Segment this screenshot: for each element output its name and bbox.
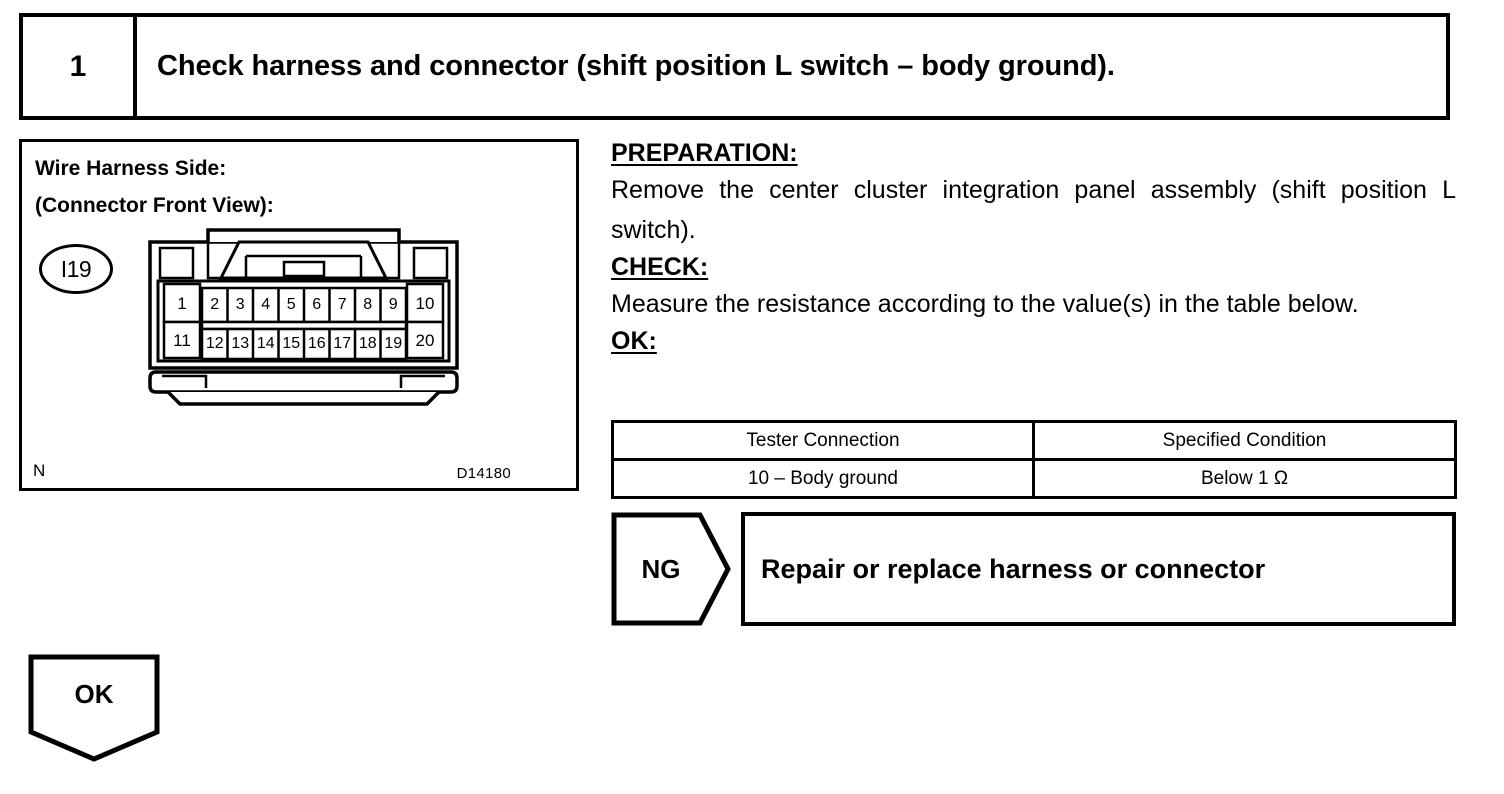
pin-label: 15	[282, 335, 301, 352]
ng-branch: NG Repair or replace harness or connecto…	[611, 512, 1456, 626]
pin-label: 3	[235, 296, 245, 313]
cell-tester-connection: 10 – Body ground	[611, 458, 1035, 499]
pin-label: 14	[256, 335, 275, 352]
ok-arrow-shape	[28, 654, 160, 762]
pin-label: 17	[333, 335, 352, 352]
pin-label: 5	[286, 296, 296, 313]
pin-label: 8	[363, 296, 373, 313]
ng-action-box: Repair or replace harness or connector	[741, 512, 1456, 626]
wire-harness-heading-line1: Wire Harness Side:	[35, 157, 227, 180]
pin-label: 10	[415, 293, 435, 313]
pin-label: 20	[415, 330, 435, 350]
pin-label: 4	[261, 296, 271, 313]
figure-note-letter: N	[33, 461, 46, 480]
specification-table: Tester Connection Specified Condition 10…	[611, 420, 1457, 499]
connector-svg	[148, 228, 459, 406]
ng-action-text: Repair or replace harness or connector	[761, 553, 1266, 584]
ok-branch: OK	[28, 654, 160, 762]
pin-label: 13	[231, 335, 250, 352]
pin-label: 7	[337, 296, 347, 313]
pin-label: 19	[384, 335, 403, 352]
wire-harness-heading-line2: (Connector Front View):	[35, 194, 274, 217]
figure-drawing-code: D14180	[456, 465, 511, 482]
ng-label: NG	[641, 553, 681, 584]
pin-label: 16	[307, 335, 326, 352]
ok-label: OK	[74, 678, 114, 709]
step-number: 1	[69, 49, 87, 83]
column-header-tester-connection: Tester Connection	[611, 420, 1035, 461]
pin-label: 11	[173, 330, 191, 350]
pin-label: 1	[177, 293, 187, 313]
check-heading: CHECK:	[611, 253, 709, 281]
pin-label: 6	[312, 296, 322, 313]
pin-label: 2	[210, 296, 220, 313]
step-title: Check harness and connector (shift posit…	[157, 50, 1115, 82]
pin-label: 12	[205, 335, 224, 352]
cell-specified-condition: Below 1 Ω	[1032, 458, 1457, 499]
ok-heading: OK:	[611, 327, 657, 355]
wire-harness-heading: Wire Harness Side: (Connector Front View…	[35, 150, 274, 224]
connector-code-badge: I19	[39, 244, 113, 294]
step-number-cell: 1	[23, 17, 137, 116]
connector-pinout-drawing: 1 2 3 4 5 6 7 8 9 10 11 12 13 14 15 16 1…	[146, 226, 461, 406]
check-text: Measure the resistance according to the …	[611, 290, 1359, 318]
step-title-cell: Check harness and connector (shift posit…	[137, 17, 1446, 116]
preparation-text: Remove the center cluster integration pa…	[611, 176, 1456, 244]
column-header-specified-condition: Specified Condition	[1032, 420, 1457, 461]
ng-arrow-shape	[611, 512, 731, 626]
step-header-box: 1 Check harness and connector (shift pos…	[19, 13, 1450, 120]
table-row: 10 – Body ground Below 1 Ω	[611, 458, 1457, 499]
table-header-row: Tester Connection Specified Condition	[611, 420, 1457, 461]
procedure-text-column: PREPARATION: Remove the center cluster i…	[611, 136, 1456, 358]
pin-label: 9	[388, 296, 398, 313]
preparation-heading: PREPARATION:	[611, 139, 798, 167]
pin-label: 18	[358, 335, 377, 352]
connector-code-label: I19	[60, 255, 92, 282]
